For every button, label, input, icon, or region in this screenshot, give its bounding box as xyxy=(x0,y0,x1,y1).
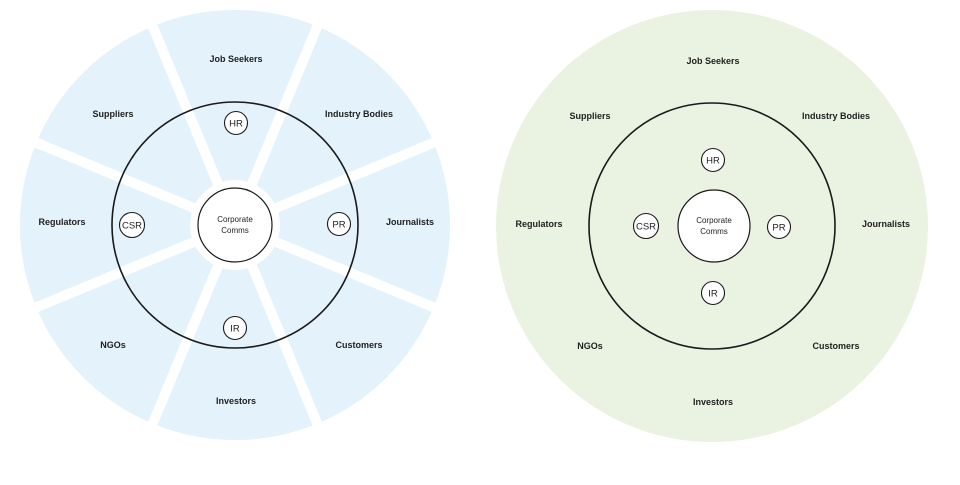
dept-pr: PR xyxy=(332,220,345,231)
dept-node-csr xyxy=(118,211,146,239)
stakeholder-ngos: NGOs xyxy=(100,340,126,350)
segment-divider xyxy=(145,17,225,190)
dept-node-ir xyxy=(700,280,726,306)
segment-divider xyxy=(270,135,443,215)
dept-node-pr xyxy=(766,214,792,240)
core-label-line2: Comms xyxy=(700,227,728,236)
stakeholder-industry-bodies: Industry Bodies xyxy=(325,109,393,119)
stakeholder-industry-bodies: Industry Bodies xyxy=(802,111,870,121)
stakeholder-investors: Investors xyxy=(693,397,733,407)
stakeholder-investors: Investors xyxy=(216,396,256,406)
dept-node-pr xyxy=(326,211,352,237)
segment-divider xyxy=(245,17,325,190)
stakeholder-regulators: Regulators xyxy=(38,217,85,227)
segment-divider xyxy=(245,260,325,433)
dept-node-csr xyxy=(632,212,660,240)
dept-hr: HR xyxy=(706,156,720,167)
segment-dividers xyxy=(27,17,443,433)
core-label-line2: Comms xyxy=(221,226,249,235)
dept-pr: PR xyxy=(772,223,785,234)
stakeholder-customers: Customers xyxy=(812,341,859,351)
core-label-line1: Corporate xyxy=(696,216,732,225)
stakeholder-ngos: NGOs xyxy=(577,341,603,351)
dept-hr: HR xyxy=(229,119,243,130)
segment-divider xyxy=(27,135,200,215)
stakeholder-job-seekers: Job Seekers xyxy=(686,56,739,66)
stakeholder-journalists: Journalists xyxy=(386,217,434,227)
stakeholder-regulators: Regulators xyxy=(515,219,562,229)
stakeholder-suppliers: Suppliers xyxy=(92,109,133,119)
dept-csr: CSR xyxy=(636,222,656,233)
core-circle xyxy=(677,189,751,263)
stakeholder-customers: Customers xyxy=(335,340,382,350)
inner-ring xyxy=(111,101,359,349)
segment-divider xyxy=(270,235,443,315)
dept-ir: IR xyxy=(230,324,240,335)
segment-divider xyxy=(145,260,225,433)
inner-ring xyxy=(588,102,836,350)
diagram-continuous: Corporate Comms HR PR IR CSR Job Seekers… xyxy=(496,10,928,442)
diagram-segmented: Corporate Comms HR PR IR CSR Job Seekers… xyxy=(20,10,450,440)
dept-node-hr xyxy=(223,110,249,136)
dept-node-hr xyxy=(700,147,726,173)
segment-divider xyxy=(27,235,200,315)
core-label-line1: Corporate xyxy=(217,215,253,224)
stakeholder-suppliers: Suppliers xyxy=(569,111,610,121)
stakeholder-journalists: Journalists xyxy=(862,219,910,229)
core-circle xyxy=(197,187,273,263)
dept-ir: IR xyxy=(708,289,718,300)
dept-csr: CSR xyxy=(122,221,142,232)
stakeholder-job-seekers: Job Seekers xyxy=(209,54,262,64)
dept-node-ir xyxy=(222,315,248,341)
